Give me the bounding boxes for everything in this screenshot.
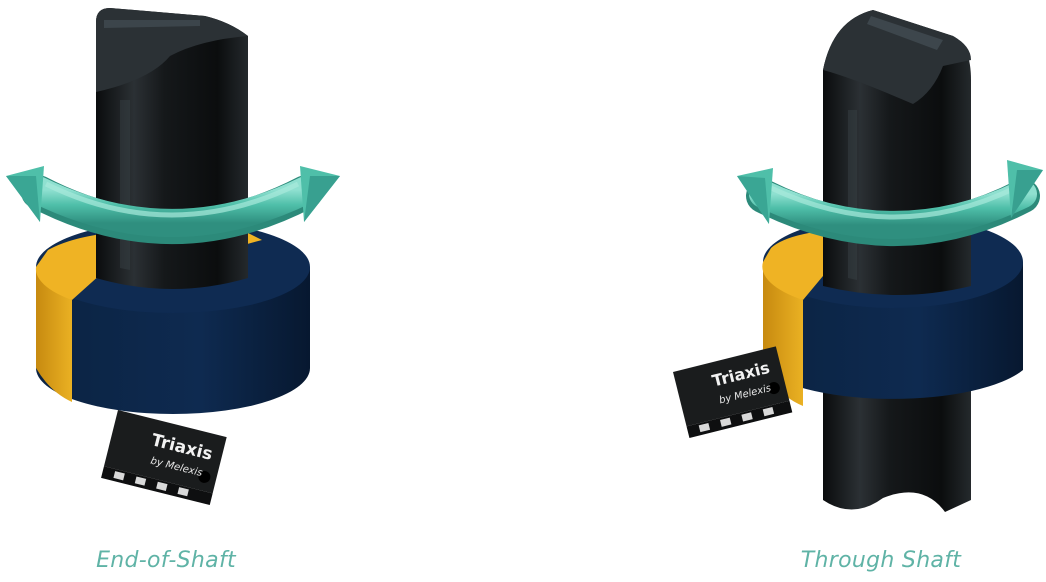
end-of-shaft-illustration: Triaxis by Melexis (0, 0, 523, 582)
shaft-lower (823, 380, 971, 512)
shaft-icon (823, 10, 971, 295)
end-of-shaft-caption: End-of-Shaft (36, 548, 296, 573)
end-of-shaft-panel: Triaxis by Melexis End-of-Shaft (0, 0, 523, 582)
sensor-chip-icon: Triaxis by Melexis (101, 410, 227, 505)
through-shaft-illustration: Triaxis by Melexis (523, 0, 1046, 582)
through-shaft-caption: Through Shaft (751, 548, 1011, 573)
through-shaft-panel: Triaxis by Melexis Through Shaft (523, 0, 1046, 582)
sensor-chip-icon: Triaxis by Melexis (673, 346, 792, 438)
shaft-icon (96, 8, 248, 289)
